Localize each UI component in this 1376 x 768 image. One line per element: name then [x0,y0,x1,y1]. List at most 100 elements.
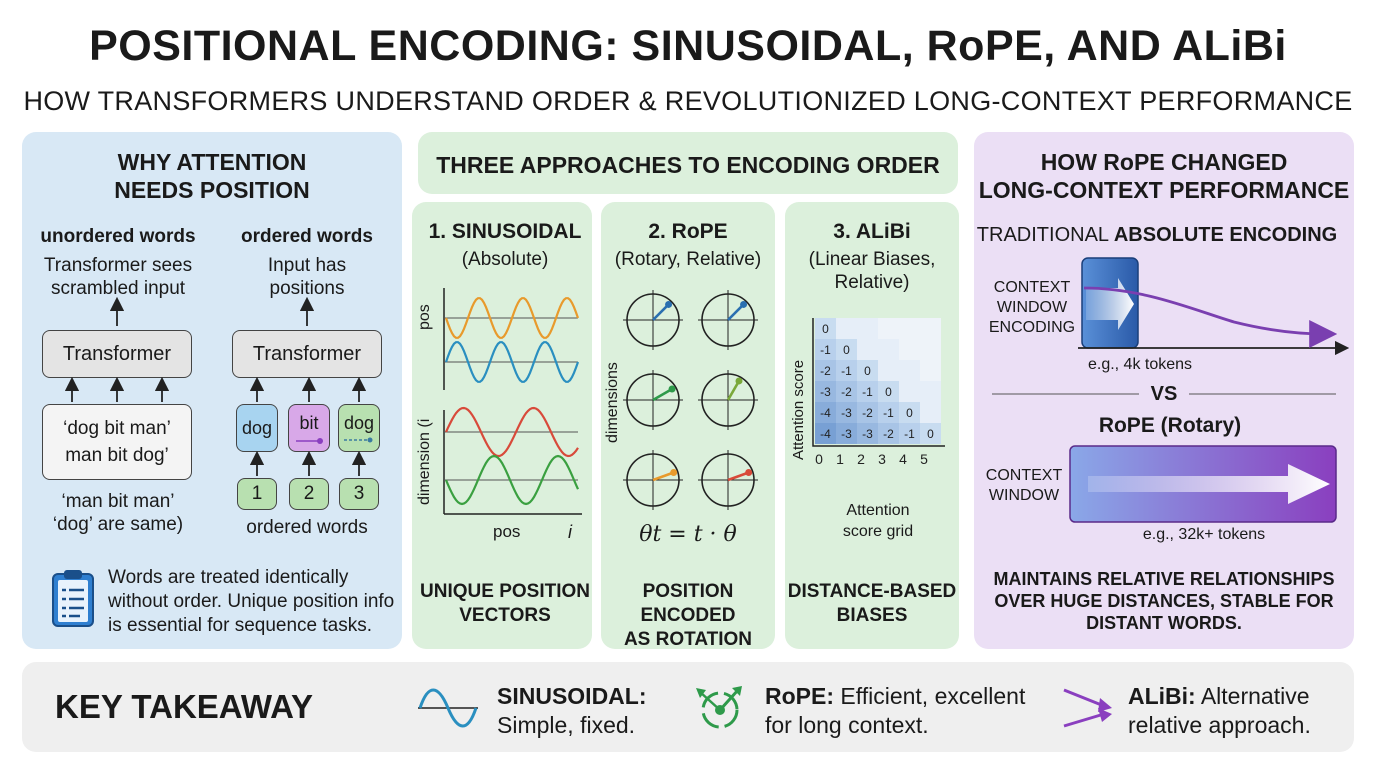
alibi-cell-value: -1 [904,427,915,441]
alibi-cell-value: 0 [822,322,829,336]
alibi-grid-cell [857,360,878,381]
clipboard-icon [52,570,94,627]
unordered-input-box: ‘dog bit man’ man bit dog’ [42,404,192,480]
sinusoidal-title: 1. SINUSOIDAL [428,220,582,243]
rope-footer-line-2: AS ROTATION [623,629,753,650]
alibi-grid-cell [836,360,857,381]
rope-rotation-circle [698,370,758,430]
unordered-desc: Transformer sees scrambled input [22,254,214,300]
alibi-xtick: 1 [836,451,844,467]
sin-wave-blue [444,341,580,383]
alibi-cell-value: -1 [820,343,831,357]
alibi-cell-value: 0 [864,364,871,378]
sinusoidal-sub: (Absolute) [461,249,549,270]
summary-line-3: DISTANT WORDS. [1086,613,1242,633]
alibi-grid-cell [920,339,941,360]
alibi-footer: DISTANCE-BASED BIASES [785,580,959,628]
alibi-cell-value: -3 [820,385,831,399]
alibi-grid-cell [815,381,836,402]
token-dog-1-label: dog [241,417,273,438]
vs-divider [992,393,1336,395]
alibi-grid-cell [899,402,920,423]
sinusoidal-footer-line-2: VECTORS [459,605,551,626]
rope-title: 2. RoPE [648,220,728,243]
rope-footer: POSITION ENCODED AS ROTATION [601,580,775,652]
alibi-sub-line-1: (Linear Biases, [808,249,936,270]
alibi-grid-cell [920,402,941,423]
alibi-cell-value: -1 [883,406,894,420]
alibi-caption-line-2: score grid [842,523,914,540]
rope-formula: θt = t · θ [601,522,775,547]
takeaway-sinusoidal-desc-2: Simple, fixed. [497,712,636,738]
rope-impact-panel [974,132,1354,649]
alibi-xtick: 2 [857,451,865,467]
rope-rotation-circle [623,450,683,510]
alibi-grid-cell [899,360,920,381]
alibi-grid-cell [857,423,878,444]
alibi-grid-cell [920,360,941,381]
takeaway-alibi: ALiBi: Alternative relative approach. [1128,682,1311,740]
alibi-sub: (Linear Biases, Relative) [785,248,959,294]
takeaway-rope-desc-1: Efficient, excellent [834,683,1026,709]
alibi-grid-cell [878,423,899,444]
trad-context-label: CONTEXT WINDOW ENCODING [984,278,1080,338]
rope-impact-heading-line-1: HOW RoPE CHANGED [1040,149,1288,175]
token-bit-label: bit [299,412,319,433]
alibi-cell-value: -3 [841,406,852,420]
sin-wave-red [445,406,579,458]
rope-context-line-2: WINDOW [988,487,1060,504]
why-heading-line-1: WHY ATTENTION [117,149,307,175]
sine-wave-icon [418,688,478,728]
token-bit: bit [288,404,330,452]
alibi-cell-value: -3 [862,427,873,441]
approaches-header-panel [418,132,958,194]
summary-line-2: OVER HUGE DISTANCES, STABLE FOR [994,591,1334,611]
token-dog-3-label: dog [343,412,375,433]
takeaway-alibi-name: ALiBi: [1128,683,1196,709]
sin-wave-orange [444,297,580,339]
alibi-cell-value: -4 [820,406,831,420]
alibi-grid-cell [815,318,836,339]
alibi-grid-cell [836,402,857,423]
sinusoidal-ylabel-bottom: dimension (i [416,418,433,505]
alibi-caption-line-1: Attention [846,502,910,519]
rope-tokens: e.g., 32k+ tokens [1142,526,1266,543]
traditional-diagram [1078,257,1350,356]
alibi-grid-cell [836,339,857,360]
token-bit-marker [296,438,323,444]
rope-context-line-1: CONTEXT [985,467,1063,484]
page-title: POSITIONAL ENCODING: SINUSOIDAL, RoPE, A… [89,22,1287,70]
takeaway-sinusoidal-name: SINUSOIDAL: [497,683,647,709]
alibi-cell-value: -2 [883,427,894,441]
position-2: 2 [289,478,329,510]
alibi-grid-cell [920,318,941,339]
alibi-grid-cell [920,423,941,444]
vs-label: VS [1150,383,1178,405]
summary-line-1: MAINTAINS RELATIVE RELATIONSHIPS [993,569,1335,589]
position-1-label: 1 [251,483,263,504]
takeaway-rope-desc-2: for long context. [765,712,929,738]
takeaway-alibi-desc-1: Alternative [1195,683,1310,709]
traditional-label: TRADITIONAL ABSOLUTE ENCODING [974,224,1340,247]
ordered-transformer-box: Transformer [232,330,382,378]
alibi-cell-value: 0 [843,343,850,357]
alibi-cell-value: -1 [841,364,852,378]
trad-context-line-3: ENCODING [988,319,1076,336]
rope-rotation-circle [698,290,758,350]
alibi-cell-value: -2 [820,364,831,378]
alibi-xtick: 3 [878,451,886,467]
key-takeaway-panel [22,662,1354,752]
takeaway-rope-name: RoPE: [765,683,834,709]
position-3-label: 3 [353,483,365,504]
why-position-heading: WHY ATTENTION NEEDS POSITION [22,148,402,204]
rope-rotary-label: RoPE (Rotary) [1098,414,1242,437]
alibi-grid-cell [815,339,836,360]
alibi-grid-cell [857,402,878,423]
why-position-panel [22,132,402,649]
unordered-desc-line-2: scrambled input [50,278,186,299]
ordered-desc-line-1: Input has [267,255,347,276]
rotation-icon [696,686,742,729]
note-line-1: Words are treated identically [108,567,349,588]
